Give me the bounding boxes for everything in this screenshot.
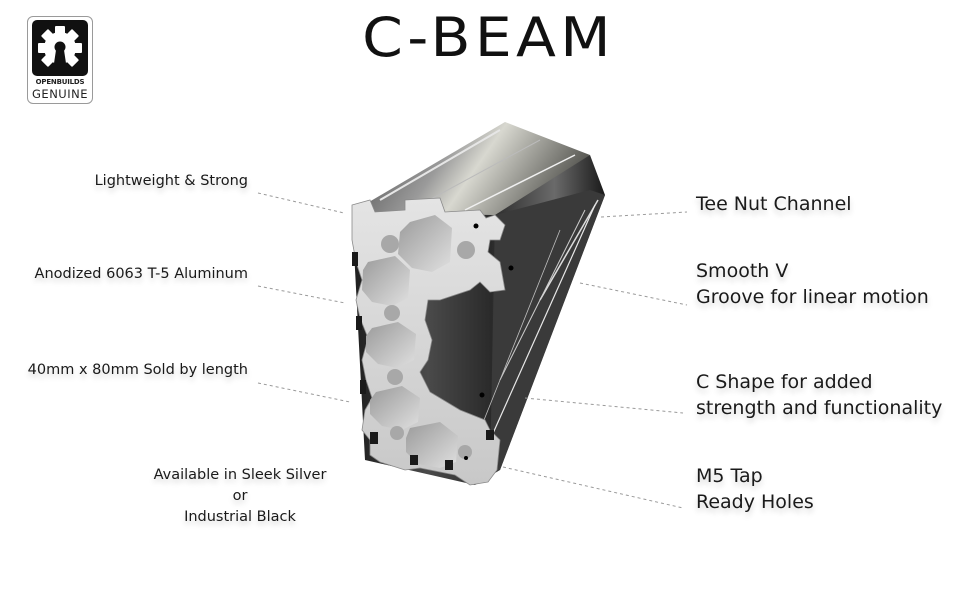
openbuilds-genuine-logo: OPENBUILDS GENUINE [27,16,93,104]
logo-line2: GENUINE [32,87,88,101]
callout-smooth-v-groove: Smooth V Groove for linear motion [696,258,929,310]
callout-c-shape: C Shape for added strength and functiona… [696,369,942,421]
callout-line: Tee Nut Channel [696,193,852,215]
callout-text: Lightweight & Strong [94,173,248,189]
callout-line: or [232,488,248,504]
callout-text: 40mm x 80mm Sold by length [27,362,248,378]
callout-line: strength and functionality [696,397,943,419]
callout-line: Groove for linear motion [696,286,929,308]
callout-line: C Shape for added [696,371,873,393]
callout-text: Anodized 6063 T-5 Aluminum [34,266,248,282]
callout-available-colors: Available in Sleek Silver or Industrial … [140,465,340,528]
callout-line: M5 Tap [696,465,763,487]
gear-keyhole-icon [32,20,88,76]
page-title: C-BEAM [362,6,615,69]
callout-line: Ready Holes [696,491,814,513]
callout-m5-tap-holes: M5 Tap Ready Holes [696,463,814,515]
callout-line: Available in Sleek Silver [153,467,327,483]
callout-anodized-aluminum: Anodized 6063 T-5 Aluminum [35,264,248,285]
callout-size-sold-by-length: 40mm x 80mm Sold by length [28,360,248,381]
callout-lightweight-strong: Lightweight & Strong [95,171,248,192]
logo-line1: OPENBUILDS [35,78,85,86]
callout-line: Industrial Black [184,509,296,525]
callout-tee-nut-channel: Tee Nut Channel [696,191,852,217]
callout-line: Smooth V [696,260,789,282]
